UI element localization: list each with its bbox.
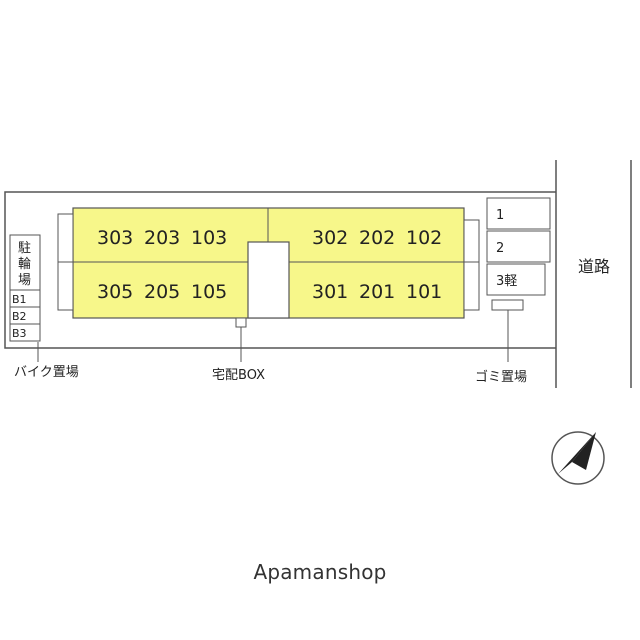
bike-parking-char: 駐 [18,241,31,256]
unit-label: 203 [144,227,180,249]
parking-space [486,197,551,230]
unit-label: 103 [191,227,227,249]
unit-label: 302 [312,227,348,249]
unit-label: 102 [406,227,442,249]
north-arrow-icon [551,431,605,485]
bike-slot-label: B3 [12,327,27,340]
road-label: 道路 [578,257,610,276]
balcony-right [463,219,480,311]
bike-slot-label: B2 [12,310,27,323]
stair-core [247,241,290,319]
unit-label: 101 [406,281,442,303]
bike-slot [9,323,41,342]
unit-label: 205 [144,281,180,303]
parking-space-label: 3軽 [496,274,517,289]
bike-parking-char: 輪 [18,256,31,272]
garbage-area [491,299,524,311]
delivery-box [235,317,247,328]
unit-label: 305 [97,281,133,303]
unit-label: 202 [359,227,395,249]
parking-space-label: 1 [496,208,504,223]
unit-label: 301 [312,281,348,303]
garbage-label: ゴミ置場 [475,369,527,385]
parking-space [486,230,551,263]
delivery-box-label: 宅配BOX [212,368,265,383]
unit-label: 105 [191,281,227,303]
site-boundary [4,191,556,349]
unit-label: 201 [359,281,395,303]
bike-slot-label: B1 [12,293,27,306]
brand-logo-text: Apamanshop [253,560,387,584]
parking-space [486,263,546,296]
parking-space-label: 2 [496,241,504,256]
unit-label: 303 [97,227,133,249]
bike-parking-label: バイク置場 [14,365,79,380]
bike-parking-char: 場 [18,273,31,288]
bike-parking-header [9,234,41,291]
